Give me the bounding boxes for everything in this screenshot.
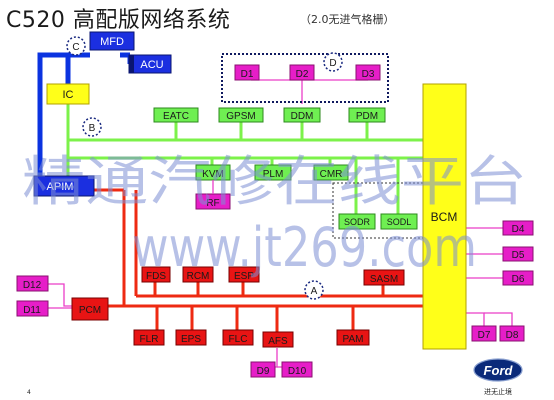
bus-label-c: C (66, 36, 86, 56)
node-sodr-label: SODR (344, 217, 371, 227)
node-d7: D7 (471, 325, 497, 342)
node-fds-label: FDS (146, 271, 166, 282)
ford-tagline: 进无止境 (484, 387, 512, 396)
node-d6: D6 (502, 270, 534, 286)
bus-label-a: A (304, 280, 324, 300)
node-acu: ACU (128, 54, 172, 74)
node-sasm: SASM (363, 269, 405, 286)
node-ic: IC (46, 83, 90, 105)
bus-label-d: D (323, 52, 343, 72)
node-mfd-label: MFD (100, 36, 124, 48)
node-afs-label: AFS (268, 336, 288, 347)
node-eps-label: EPS (181, 334, 201, 345)
bus-label-a-text: A (311, 286, 318, 297)
node-d10-label: D10 (288, 366, 307, 377)
node-d2: D2 (289, 64, 315, 81)
node-cmr: CMR (313, 164, 349, 181)
node-afs: AFS (262, 331, 294, 348)
node-eatc-label: EATC (163, 111, 189, 122)
node-mfd: MFD (89, 31, 135, 51)
node-pcm-label: PCM (79, 305, 101, 316)
watermark-line2: www.jt269.com (132, 216, 477, 279)
bus-label-d-text: D (329, 58, 336, 69)
node-kvm-label: KVM (202, 169, 224, 180)
ford-logo-text: Ford (484, 363, 514, 378)
node-d11: D11 (16, 300, 49, 317)
node-d8: D8 (499, 325, 525, 342)
node-flr: FLR (133, 329, 165, 346)
slide-subtitle: （2.0无进气格栅） (300, 13, 395, 26)
node-esp-label: ESP (234, 271, 254, 282)
bus-label-b: B (82, 117, 102, 137)
node-d12: D12 (16, 275, 49, 292)
watermark-line1: 精通汽修在线平台 (22, 150, 527, 213)
node-acu-label: ACU (140, 59, 163, 71)
d-group-frame (221, 53, 389, 103)
node-d2-label: D2 (296, 69, 309, 80)
node-plm: PLM (254, 164, 292, 181)
bus-label-b-text: B (89, 123, 96, 134)
node-sasm-label: SASM (370, 274, 398, 285)
node-d4-label: D4 (512, 224, 525, 235)
node-pam-label: PAM (343, 334, 364, 345)
node-d10: D10 (281, 361, 313, 378)
node-pam: PAM (336, 329, 370, 346)
node-d11-label: D11 (23, 305, 41, 316)
ford-logo: Ford 进无止境 (473, 358, 523, 396)
node-d9: D9 (250, 361, 276, 378)
node-gpsm-label: GPSM (226, 111, 255, 122)
node-d1: D1 (234, 64, 260, 81)
node-d3: D3 (355, 64, 381, 81)
node-d9-label: D9 (257, 366, 270, 377)
node-ddm-label: DDM (291, 111, 314, 122)
node-apim: APIM (33, 175, 95, 197)
bus-a-wiring (94, 188, 423, 332)
node-fds: FDS (141, 266, 171, 283)
node-pdm: PDM (348, 107, 386, 123)
node-d3-label: D3 (362, 69, 375, 80)
node-apim-label: APIM (47, 181, 74, 193)
node-esp: ESP (228, 266, 260, 283)
slide-title: C520 高配版网络系统 (6, 8, 231, 33)
node-eatc: EATC (153, 107, 199, 123)
node-sodr: SODR (338, 213, 376, 230)
node-d12-label: D12 (23, 280, 42, 291)
node-flc: FLC (222, 329, 254, 346)
page-number: 4 (27, 389, 31, 396)
node-d4: D4 (502, 220, 534, 236)
node-ic-label: IC (63, 89, 74, 101)
node-rcm-label: RCM (187, 271, 210, 282)
node-pcm: PCM (71, 297, 109, 321)
node-rf-label: RF (206, 198, 219, 209)
bus-b-wiring (66, 102, 423, 214)
node-kvm: KVM (195, 164, 231, 181)
node-cmr-label: CMR (320, 169, 343, 180)
node-plm-label: PLM (263, 169, 284, 180)
node-gpsm: GPSM (218, 107, 264, 123)
node-d5: D5 (502, 246, 534, 262)
node-sodl-label: SODL (387, 217, 412, 227)
node-bcm: BCM (422, 83, 467, 350)
node-pdm-label: PDM (356, 111, 378, 122)
node-d8-label: D8 (506, 330, 519, 341)
node-flr-label: FLR (140, 334, 159, 345)
node-flc-label: FLC (229, 334, 248, 345)
node-rcm: RCM (182, 266, 214, 283)
node-d7-label: D7 (478, 330, 491, 341)
node-d6-label: D6 (512, 274, 525, 285)
node-sodl: SODL (380, 213, 418, 230)
node-bcm-label: BCM (431, 210, 458, 224)
node-d5-label: D5 (512, 250, 525, 261)
node-ddm: DDM (283, 107, 321, 123)
node-d1-label: D1 (241, 69, 254, 80)
node-eps: EPS (175, 329, 207, 346)
bus-label-c-text: C (72, 42, 79, 53)
